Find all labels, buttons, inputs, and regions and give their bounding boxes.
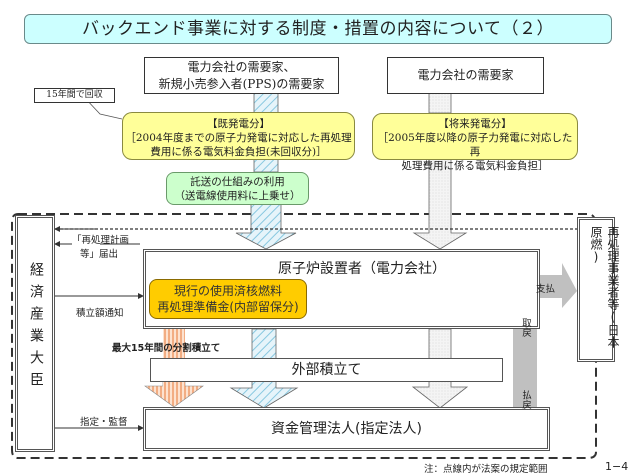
reprocessor-label: 再処理事業者等(日本原燃) — [589, 226, 620, 348]
external-reserve-box: 外部積立て — [150, 358, 503, 382]
existing-line1: ［2004年度までの原子力発電に対応した再処理 — [125, 132, 352, 144]
future-generation-box: 【将来発電分】 ［2005年度以降の原子力発電に対応した再 処理費用に係る電気料… — [372, 113, 578, 172]
payback-label: 払戻 — [520, 390, 531, 409]
internal-reserve-box: 現行の使用済核燃料 再処理準備金(内部留保分) — [149, 279, 307, 319]
consumer-box-left: 電力会社の需要家、 新規小売参入者(PPS)の需要家 — [144, 57, 339, 94]
existing-generation-box: 【既発電分】 ［2004年度までの原子力発電に対応した再処理 費用に係る電気料金… — [122, 112, 355, 160]
blue-connector-lower — [251, 328, 277, 360]
future-heading: 【将来発電分】 — [438, 118, 512, 130]
fund-management-box: 資金管理法人(指定法人) — [143, 407, 550, 451]
page-title: バックエンド事業に対する制度・措置の内容について（２） — [24, 14, 612, 44]
blue-arrow-to-operator — [235, 202, 297, 250]
transmission-line2: （送電線使用料に上乗せ） — [174, 190, 301, 202]
gray-connector-lower — [428, 328, 452, 360]
recovery-period-callout: 15年間で回収 — [34, 88, 115, 103]
blue-connector-mid — [253, 158, 279, 173]
existing-heading: 【既発電分】 — [207, 118, 270, 130]
consumer-box-right: 電力会社の需要家 — [387, 57, 544, 94]
reprocessor-box: 再処理事業者等(日本原燃) — [577, 217, 620, 362]
plan-notice-label-1: 「再処理計画 — [72, 235, 130, 246]
split-reserve-label: 最大15年間の分割積立て — [112, 343, 221, 354]
payment-label: 支払 — [536, 284, 556, 295]
footnote: 注：点線内が法案の規定範囲 — [424, 464, 548, 475]
transmission-box: 託送の仕組みの利用 （送電線使用料に上乗せ） — [166, 172, 309, 205]
blue-arrow-to-fund — [229, 380, 299, 409]
operator-label: 原子炉設置者（電力会社） — [278, 261, 446, 277]
amount-notice-label: 積立額通知 — [76, 308, 124, 319]
gray-arrow-to-operator — [412, 151, 468, 250]
transmission-line1: 託送の仕組みの利用 — [190, 176, 285, 188]
gray-connector-top — [428, 90, 452, 114]
minister-box: 経済産業大臣 — [15, 215, 55, 452]
reserve-line2: 再処理準備金(内部留保分) — [157, 300, 299, 314]
future-line1: ［2005年度以降の原子力発電に対応した再 — [377, 132, 573, 158]
page-number: 1−4 — [605, 460, 629, 473]
future-line2: 処理費用に係る電気料金負担］ — [401, 160, 549, 172]
designation-label: 指定・監督 — [80, 417, 128, 428]
reserve-line1: 現行の使用済核燃料 — [173, 284, 282, 298]
withdraw-label: 取戻 — [520, 318, 531, 337]
minister-label: 経済産業大臣 — [28, 262, 44, 394]
plan-notice-label-2: 等」届出 — [80, 249, 119, 260]
consumer-left-line2: 新規小売参入者(PPS)の需要家 — [158, 77, 325, 91]
gray-arrow-to-fund — [411, 380, 469, 409]
consumer-left-line1: 電力会社の需要家、 — [187, 60, 296, 74]
blue-connector-top — [253, 90, 279, 114]
existing-line2: 費用に係る電気料金負担(未回収分)］ — [150, 146, 327, 158]
